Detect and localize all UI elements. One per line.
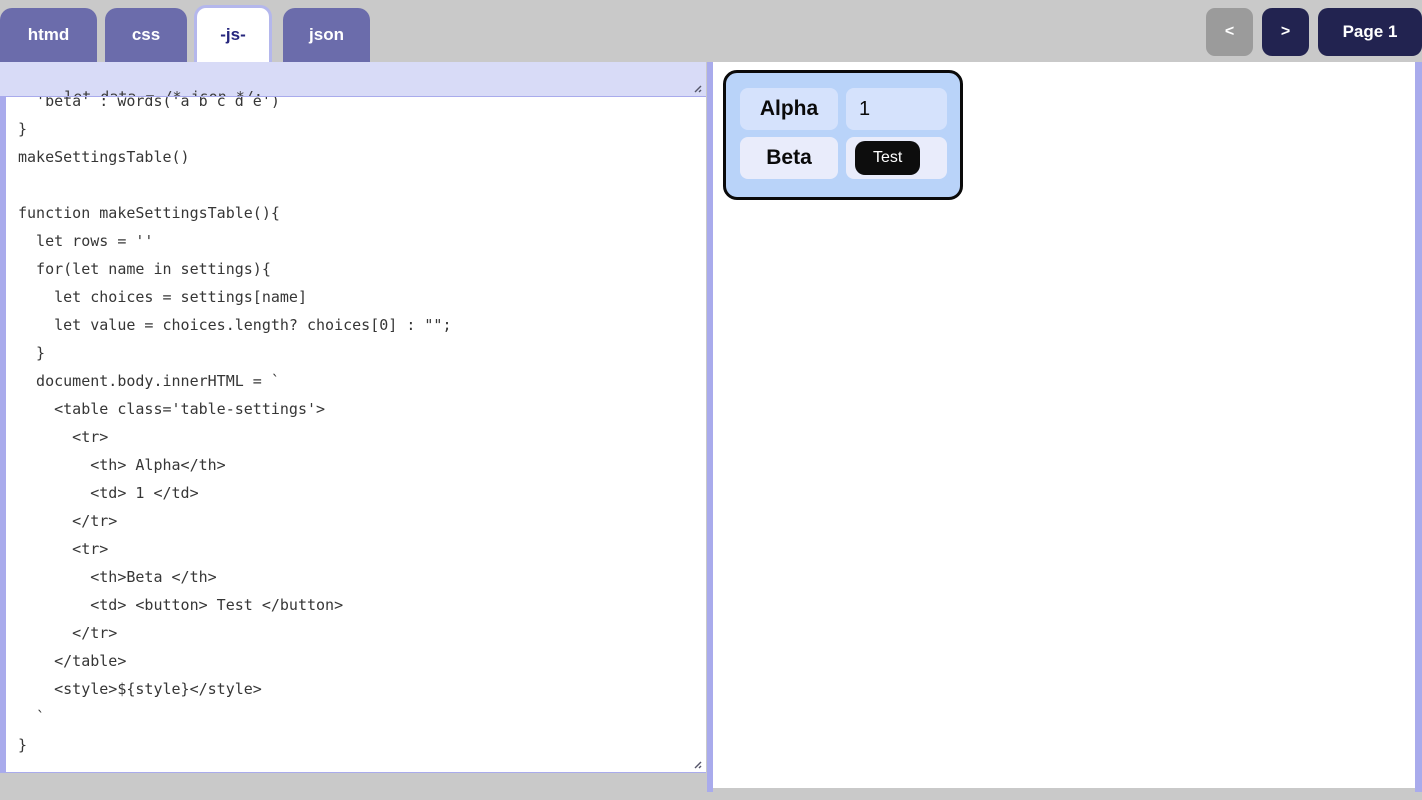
prev-page-button[interactable]: < — [1206, 8, 1253, 56]
resize-grip-icon[interactable] — [692, 83, 702, 93]
test-button[interactable]: Test — [855, 141, 921, 175]
editor-pane: let data = /* json */; 'beta' : words('a… — [0, 62, 706, 773]
table-value-cell: Test — [846, 137, 947, 179]
code-text: 'beta' : words('a b c d e') } makeSettin… — [18, 97, 452, 754]
preview-right-frame — [1415, 62, 1422, 792]
page-nav: < > Page 1 — [1206, 8, 1422, 56]
main-area: let data = /* json */; 'beta' : words('a… — [0, 62, 1422, 800]
tab-htmd[interactable]: htmd — [0, 8, 97, 62]
next-page-button[interactable]: > — [1262, 8, 1309, 56]
tab-json[interactable]: json — [283, 8, 370, 62]
preview-pane: Alpha 1 Beta Test — [713, 62, 1415, 788]
tab-css[interactable]: css — [105, 8, 187, 62]
data-editor[interactable]: let data = /* json */; — [0, 62, 706, 96]
data-editor-text: let data = /* json */; — [64, 88, 263, 96]
pane-divider — [707, 62, 713, 792]
table-header-cell: Beta — [740, 137, 838, 179]
tab-bar: htmd css -js- json — [0, 5, 370, 62]
table-value-cell: 1 — [846, 88, 947, 130]
code-editor[interactable]: 'beta' : words('a b c d e') } makeSettin… — [6, 97, 706, 772]
tab-js[interactable]: -js- — [194, 5, 272, 62]
settings-table: Alpha 1 Beta Test — [723, 70, 963, 200]
resize-grip-icon[interactable] — [692, 759, 702, 769]
table-header-cell: Alpha — [740, 88, 838, 130]
page-indicator-button[interactable]: Page 1 — [1318, 8, 1422, 56]
